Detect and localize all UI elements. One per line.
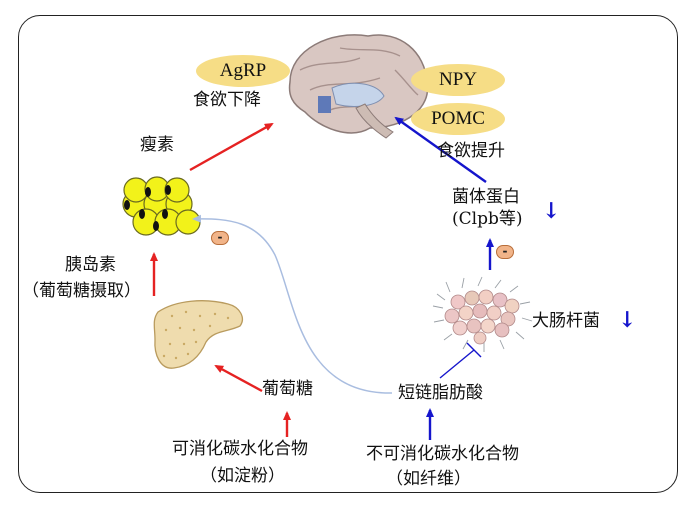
- scfa-to-fat-curve: [192, 214, 393, 394]
- agrp-label: AgRP: [219, 60, 267, 81]
- scfa-label: 短链脂肪酸: [398, 383, 483, 403]
- appetite-up-label: 食欲提升: [437, 141, 505, 161]
- glucose-arrow: [214, 364, 263, 393]
- scfa-inhibit-bar: [466, 342, 482, 358]
- agrp-ellipse: AgRP: [196, 55, 290, 87]
- clpb-label: (Clpb等): [452, 209, 523, 229]
- starch-label: （如淀粉）: [200, 466, 285, 486]
- npy-ellipse: NPY: [411, 64, 505, 96]
- pomc-label: POMC: [431, 108, 485, 129]
- bacteria-cluster-icon: [432, 276, 533, 352]
- npy-label: NPY: [438, 69, 477, 90]
- fiber-label: （如纤维）: [386, 469, 471, 489]
- digestible-carbs-label: 可消化碳水化合物: [172, 439, 308, 459]
- protein-inhibit-badge: -: [496, 245, 514, 259]
- brain-icon: [288, 34, 429, 139]
- fat-cells-icon: [122, 176, 201, 236]
- insulin-label: 胰岛素: [65, 255, 116, 275]
- glucose-uptake-label: （葡萄糖摄取）: [22, 281, 141, 301]
- appetite-down-label: 食欲下降: [193, 90, 261, 110]
- pomc-ellipse: POMC: [411, 103, 505, 135]
- protein-to-brain-arrow: [394, 116, 487, 183]
- frame-border: [18, 15, 678, 493]
- leptin-arrow: [189, 122, 274, 172]
- leptin-label: 瘦素: [140, 135, 174, 155]
- clpb-decrease-arrow: ↓: [542, 198, 561, 224]
- bacteria-decrease-arrow: ↓: [618, 307, 637, 333]
- fat-inhibit-badge: -: [211, 231, 229, 245]
- indigestible-carbs-label: 不可消化碳水化合物: [366, 444, 519, 464]
- pancreas-icon: [153, 300, 243, 369]
- scfa-inhibit-line: [439, 349, 475, 379]
- glucose-label: 葡萄糖: [262, 379, 313, 399]
- gut-bacteria-label: 大肠杆菌: [532, 311, 600, 331]
- bacterial-protein-label: 菌体蛋白: [452, 187, 520, 207]
